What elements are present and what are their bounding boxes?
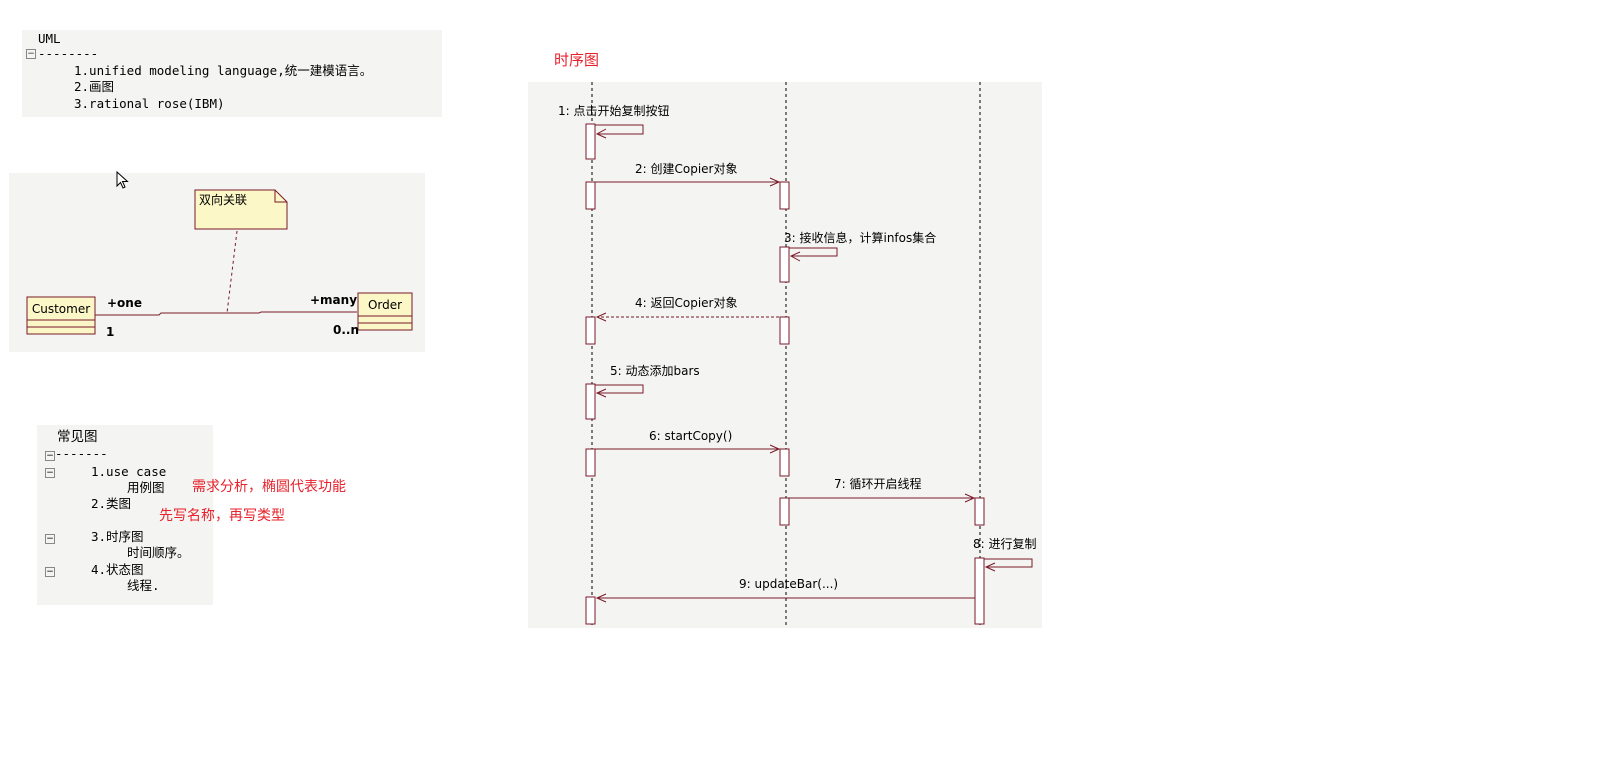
association-line[interactable] (95, 311, 357, 316)
collapse-icon[interactable]: − (45, 451, 55, 461)
message-3-label: 3: 接收信息，计算infos集合 (784, 230, 936, 245)
class-annotation: 先写名称，再写类型 (159, 508, 285, 524)
message-8-label: 8: 进行复制 (973, 537, 1037, 551)
left-role-label: +one (107, 296, 142, 310)
common-line-1: 1.use case (91, 464, 167, 479)
message-3-arrow[interactable] (789, 247, 838, 257)
uml-notes-item-2: 2.画图 (74, 79, 115, 94)
message-7-label: 7: 循环开启线程 (834, 476, 922, 491)
message-6-label: 6: startCopy() (649, 429, 732, 443)
common-diagrams-panel: 常见图 − ------- − 1.use case 用例图 2.类图 − 3.… (37, 425, 213, 605)
common-line-3: 2.类图 (91, 496, 132, 511)
collapse-icon[interactable]: − (45, 534, 55, 544)
activation-bar (585, 123, 596, 160)
collapse-icon[interactable]: − (45, 468, 55, 478)
message-8-arrow[interactable] (984, 558, 1033, 568)
activation-bar (779, 448, 790, 477)
common-line-7: 线程. (127, 578, 160, 593)
sequence-diagram-canvas: 1: 点击开始复制按钮 2: 创建Copier对象 3: 接收信息，计算info… (528, 82, 1042, 628)
activation-bar (585, 596, 596, 625)
activation-bar (585, 448, 596, 477)
activation-bar (779, 181, 790, 210)
activation-bar (585, 316, 596, 345)
uml-notes-item-3: 3.rational rose(IBM) (74, 96, 225, 111)
uml-notes-item-1: 1.unified modeling language,统一建模语言。 (74, 63, 373, 78)
right-multiplicity-label: 0..n (333, 323, 359, 337)
uml-notes-separator: -------- (38, 46, 99, 61)
activation-bar (974, 497, 985, 526)
class-diagram-panel: 双向关联 Customer Order +one 1 +many 0..n (9, 173, 425, 352)
common-line-2: 用例图 (127, 480, 165, 495)
message-5-label: 5: 动态添加bars (610, 364, 700, 378)
activation-bar (779, 316, 790, 345)
message-4-label: 4: 返回Copier对象 (635, 296, 737, 310)
collapse-icon[interactable]: − (26, 49, 36, 59)
message-5-arrow[interactable] (595, 384, 644, 394)
common-line-4: 3.时序图 (91, 529, 144, 544)
note-anchor-line (226, 230, 238, 314)
order-class-name: Order (368, 298, 402, 312)
uml-notes-title: UML (38, 31, 61, 46)
common-line-6: 4.状态图 (91, 562, 144, 577)
message-1-label: 1: 点击开始复制按钮 (558, 103, 670, 118)
customer-class-name: Customer (32, 302, 90, 316)
activation-bar (974, 557, 985, 625)
message-9-label: 9: updateBar(...) (739, 577, 838, 591)
uml-notes-panel: UML − -------- 1.unified modeling langua… (22, 30, 442, 117)
right-role-label: +many (310, 293, 357, 307)
message-1-arrow[interactable] (595, 124, 644, 135)
activation-bar (585, 383, 596, 420)
association-note[interactable]: 双向关联 (194, 189, 288, 230)
order-class[interactable]: Order (357, 292, 413, 331)
sequence-title: 时序图 (554, 51, 600, 69)
left-multiplicity-label: 1 (106, 325, 114, 339)
common-separator: ------- (55, 446, 108, 461)
common-line-5: 时间顺序。 (127, 545, 190, 560)
activation-bar (585, 181, 596, 210)
activation-bar (779, 246, 790, 283)
note-text: 双向关联 (199, 192, 247, 207)
common-title: 常见图 (57, 429, 98, 445)
mouse-cursor-icon (116, 171, 129, 189)
collapse-icon[interactable]: − (45, 567, 55, 577)
class-diagram-canvas: 双向关联 Customer Order +one 1 +many 0..n (26, 189, 413, 339)
activation-bar (779, 497, 790, 526)
usecase-annotation: 需求分析，椭圆代表功能 (192, 479, 346, 495)
message-2-label: 2: 创建Copier对象 (635, 162, 737, 176)
customer-class[interactable]: Customer (26, 296, 96, 335)
